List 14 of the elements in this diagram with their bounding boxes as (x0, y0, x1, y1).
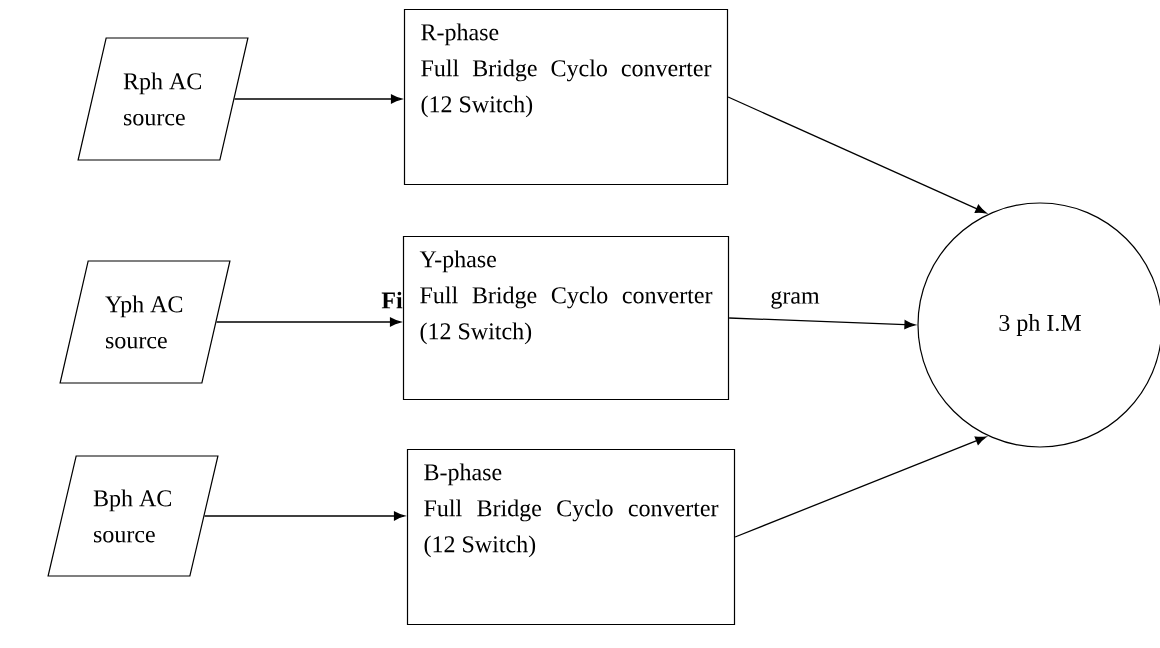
arrow (215, 317, 401, 327)
arrow (233, 94, 402, 104)
arrow (728, 317, 916, 330)
input-parallelogram: Bph AC source (47, 455, 219, 577)
caption-fragment: Fi (381, 291, 403, 309)
converter-box: B-phase Full Bridge Cyclo converter (12 Switch) (406, 448, 736, 626)
converter-box: Y-phase Full Bridge Cyclo converter (12 Switch) (402, 235, 730, 401)
arrow (203, 511, 405, 521)
arrow (734, 436, 987, 538)
input-parallelogram: Rph AC source (77, 37, 249, 161)
caption-fragment: gram (771, 291, 820, 309)
arrow (727, 96, 987, 214)
converter-box: R-phase Full Bridge Cyclo converter (12 Switch) (403, 8, 729, 186)
input-parallelogram: Yph AC source (59, 260, 231, 384)
